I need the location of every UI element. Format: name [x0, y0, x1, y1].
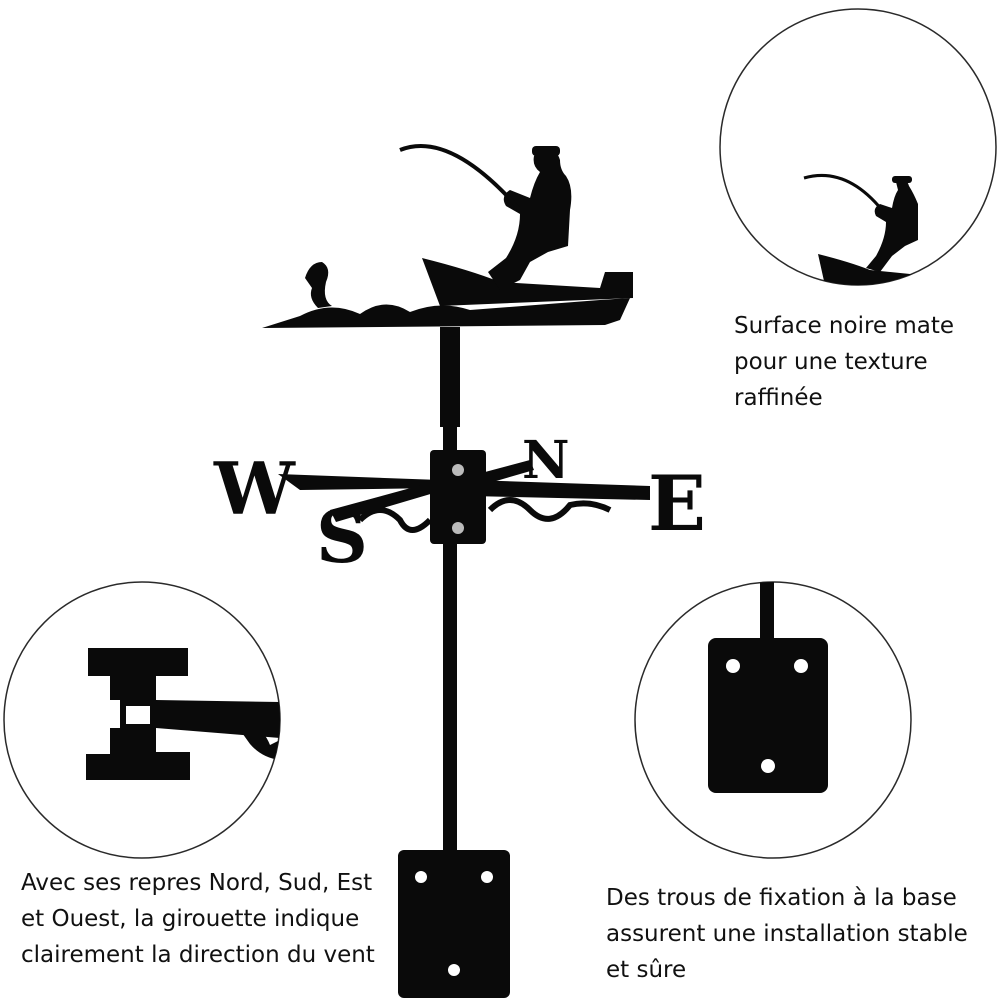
base-plate — [398, 850, 510, 998]
caption-surface: Surface noire mate pour une texture raff… — [734, 308, 954, 416]
fisherman-silhouette — [262, 146, 633, 328]
caption-line: pour une texture — [734, 349, 928, 375]
detail-circle-base-plate — [634, 581, 912, 859]
detail-circle-east-letter — [3, 581, 281, 859]
letter-west: W — [213, 446, 296, 531]
caption-line: clairement la direction du vent — [21, 942, 375, 968]
letter-north: N — [522, 430, 570, 491]
detail-circle-surface — [719, 8, 997, 286]
letter-east: E — [648, 459, 706, 548]
caption-line: raffinée — [734, 385, 823, 411]
caption-line: assurent une installation stable — [606, 921, 968, 947]
fishing-rod — [399, 144, 522, 212]
caption-line: Des trous de fixation à la base — [606, 885, 957, 911]
caption-line: Surface noire mate — [734, 313, 955, 339]
letter-south: S — [316, 494, 368, 579]
center-bracket — [430, 450, 486, 544]
caption-line: et Ouest, la girouette indique — [21, 906, 360, 932]
compass-arms — [278, 460, 650, 533]
main-pole — [440, 327, 460, 857]
caption-mounting-holes: Des trous de fixation à la base assurent… — [606, 880, 968, 988]
caption-line: Avec ses repres Nord, Sud, Est — [21, 870, 373, 896]
caption-line: et sûre — [606, 957, 687, 983]
caption-directions: Avec ses repres Nord, Sud, Est et Ouest,… — [21, 865, 375, 973]
